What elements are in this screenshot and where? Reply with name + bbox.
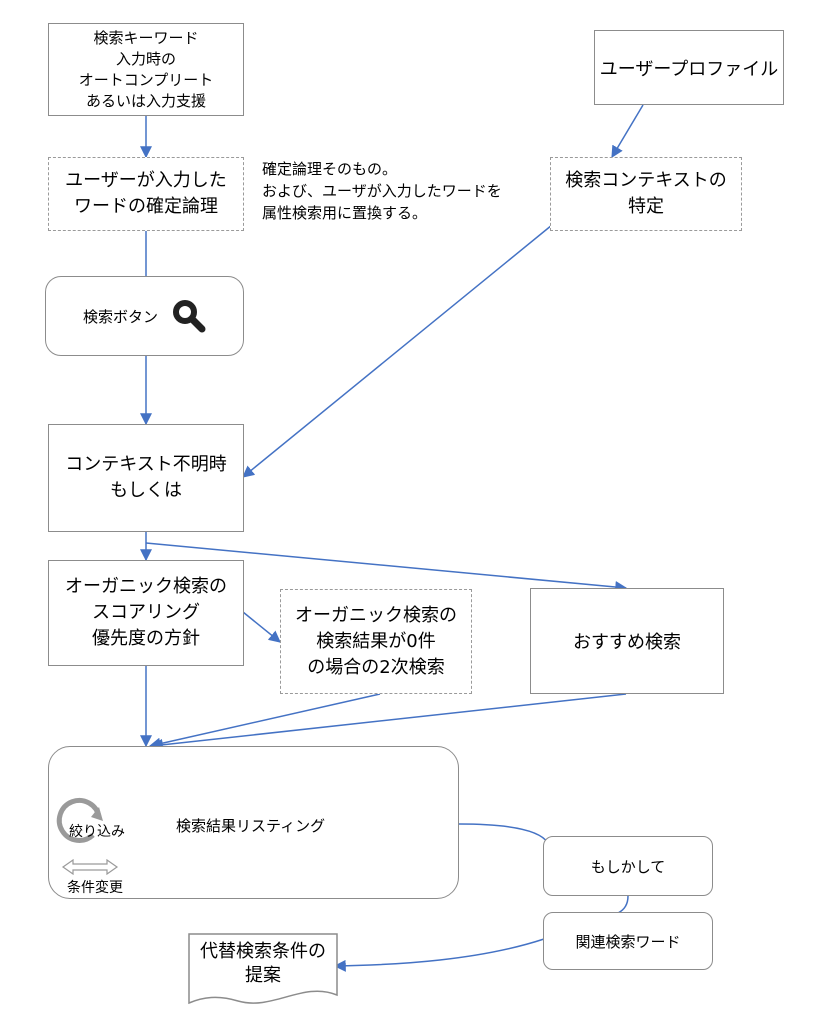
organic-zero-line-2: 検索結果が0件 bbox=[316, 630, 436, 652]
refine-cycle-icon bbox=[56, 797, 103, 843]
line-listing-to-maybe bbox=[458, 823, 549, 844]
word-logic-line-2: ワードの確定論理 bbox=[74, 196, 218, 217]
autocomplete-box: 検索キーワード 入力時の オートコンプリート あるいは入力支援 bbox=[48, 23, 244, 116]
context-identify-line-1: 検索コンテキストの bbox=[565, 170, 727, 191]
logic-note: 確定論理そのもの。 および、ユーザが入力したワードを 属性検索用に置換する。 bbox=[262, 158, 502, 224]
organic-scoring-line-1: オーガニック検索の bbox=[65, 576, 227, 597]
logic-note-line-3: 属性検索用に置換する。 bbox=[262, 204, 428, 222]
user-profile-label: ユーザープロファイル bbox=[599, 58, 779, 80]
refine-label[interactable]: 絞り込み bbox=[69, 824, 125, 840]
word-logic-line-1: ユーザーが入力した bbox=[65, 170, 227, 191]
change-condition-label[interactable]: 条件変更 bbox=[67, 880, 123, 896]
arrow-organic-to-zero bbox=[242, 611, 281, 643]
context-unknown-line-2: もしくは bbox=[110, 480, 182, 501]
arrow-zero-to-listing bbox=[148, 693, 381, 750]
context-unknown-line-1: コンテキスト不明時 bbox=[65, 454, 227, 475]
related-words-label: 関連検索ワード bbox=[575, 932, 681, 951]
arrow-context-identify-to-context bbox=[242, 224, 553, 478]
recommend-label: おすすめ検索 bbox=[573, 632, 681, 653]
double-arrow-icon bbox=[61, 859, 119, 875]
context-unknown-box: コンテキスト不明時 もしくは bbox=[48, 424, 244, 532]
organic-zero-line-3: の場合の2次検索 bbox=[307, 656, 445, 678]
related-words-box[interactable]: 関連検索ワード bbox=[543, 912, 713, 970]
arrow-profile-to-context-identify bbox=[611, 104, 644, 159]
word-logic-box: ユーザーが入力した ワードの確定論理 bbox=[48, 157, 244, 231]
logic-note-line-2: および、ユーザが入力したワードを bbox=[262, 182, 502, 200]
alternative-line-2: 提案 bbox=[245, 965, 281, 986]
listing-label: 検索結果リスティング bbox=[176, 817, 326, 835]
organic-scoring-line-2: スコアリング bbox=[92, 602, 200, 623]
autocomplete-line-3: オートコンプリート bbox=[78, 70, 214, 89]
search-button-label: 検索ボタン bbox=[82, 307, 158, 326]
search-magnifier-icon bbox=[173, 300, 206, 333]
maybe-box[interactable]: もしかして bbox=[543, 836, 713, 896]
search-button-box[interactable]: 検索ボタン bbox=[45, 276, 244, 356]
maybe-label: もしかして bbox=[590, 857, 666, 876]
organic-scoring-box: オーガニック検索の スコアリング 優先度の方針 bbox=[48, 560, 244, 666]
context-identify-box: 検索コンテキストの 特定 bbox=[550, 157, 742, 231]
line-maybe-to-related bbox=[617, 895, 629, 914]
organic-scoring-line-3: 優先度の方針 bbox=[92, 628, 200, 649]
alternative-line-1: 代替検索条件の bbox=[200, 941, 326, 962]
organic-zero-box: オーガニック検索の 検索結果が0件 の場合の2次検索 bbox=[280, 589, 472, 694]
autocomplete-line-1: 検索キーワード bbox=[93, 28, 199, 47]
recommend-box: おすすめ検索 bbox=[530, 588, 724, 694]
organic-zero-line-1: オーガニック検索の bbox=[295, 604, 457, 626]
autocomplete-line-2: 入力時の bbox=[115, 49, 176, 68]
user-profile-box: ユーザープロファイル bbox=[594, 30, 784, 105]
context-identify-line-2: 特定 bbox=[628, 196, 664, 217]
alternative-box: 代替検索条件の 提案 bbox=[188, 936, 338, 992]
arrow-recommend-to-listing bbox=[150, 693, 627, 751]
listing-box: 検索結果リスティング 絞り込み 条件変更 bbox=[48, 746, 459, 899]
logic-note-line-1: 確定論理そのもの。 bbox=[262, 160, 398, 178]
arrow-related-to-alternative bbox=[333, 938, 545, 972]
alternative-document-shape bbox=[188, 933, 338, 1005]
arrow-context-to-recommend bbox=[145, 542, 628, 593]
autocomplete-line-4: あるいは入力支援 bbox=[85, 91, 206, 110]
